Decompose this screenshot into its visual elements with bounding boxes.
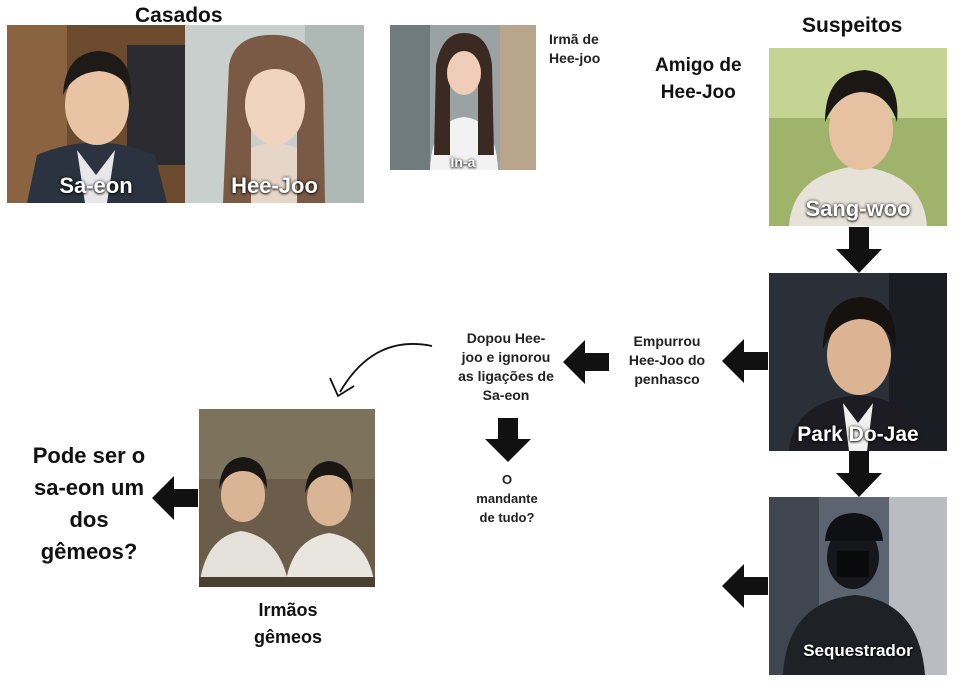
note-twins-line2: gêmeos	[253, 627, 323, 647]
note-pushed-line1: Empurrou	[633, 333, 701, 349]
photo-twins	[199, 409, 375, 587]
sister-label-line2: Hee-joo	[549, 50, 601, 66]
heading-married: Casados	[135, 4, 223, 27]
dojae-portrait	[769, 273, 947, 451]
ina-caption: In-a	[450, 154, 476, 170]
friend-label-line1: Amigo de	[655, 55, 742, 76]
photo-sangwoo: Sang-woo	[769, 48, 947, 226]
note-drugged-line3: as ligações de	[458, 368, 554, 384]
kidnapper-portrait	[769, 497, 947, 675]
ina-portrait	[390, 25, 536, 170]
kidnapper-caption: Sequestrador	[803, 641, 913, 660]
heejoo-caption: Hee-Joo	[231, 173, 318, 198]
note-question-line2: sa-eon um	[33, 475, 145, 500]
curved-arrow	[324, 338, 436, 400]
photo-kidnapper: Sequestrador	[769, 497, 947, 675]
twins-portrait	[199, 409, 375, 587]
note-mastermind-line1: O	[501, 472, 513, 487]
photo-heejoo: Hee-Joo	[185, 25, 364, 203]
photo-saeon: Sa-eon	[7, 25, 185, 203]
heejoo-portrait	[185, 25, 364, 203]
heading-suspects: Suspeitos	[802, 14, 903, 37]
note-question-line4: gêmeos?	[40, 539, 138, 564]
arrow-left-kidnapper	[722, 564, 768, 608]
note-question: Pode ser o sa-eon um dos gêmeos?	[18, 440, 160, 568]
note-mastermind-line3: de tudo?	[479, 510, 535, 525]
note-twins: Irmãos gêmeos	[226, 597, 350, 651]
friend-label: Amigo de Hee-Joo	[655, 52, 742, 106]
arrow-down-2	[836, 451, 882, 497]
note-drugged-line2: joo e ignorou	[461, 349, 551, 365]
sangwoo-portrait	[769, 48, 947, 226]
friend-label-line2: Hee-Joo	[660, 82, 736, 103]
note-question-line3: dos	[69, 507, 109, 532]
note-pushed: Empurrou Hee-Joo do penhasco	[614, 332, 720, 389]
photo-dojae: Park Do-Jae	[769, 273, 947, 451]
saeon-caption: Sa-eon	[59, 173, 133, 198]
note-drugged-line1: Dopou Hee-	[466, 330, 546, 346]
arrow-left-pushed	[563, 340, 609, 384]
note-pushed-line3: penhasco	[634, 371, 700, 387]
sister-label: Irmã de Hee-joo	[549, 30, 600, 68]
note-question-line1: Pode ser o	[32, 443, 146, 468]
note-drugged-line4: Sa-eon	[482, 387, 530, 403]
sister-label-line1: Irmã de	[549, 31, 599, 47]
note-mastermind: O mandante de tudo?	[455, 470, 559, 527]
arrow-down-1	[836, 227, 882, 273]
saeon-portrait	[7, 25, 185, 203]
arrow-left-dojae	[722, 339, 768, 383]
sangwoo-caption: Sang-woo	[805, 196, 911, 221]
arrow-down-mastermind	[485, 418, 531, 462]
note-pushed-line2: Hee-Joo do	[628, 352, 706, 368]
photo-ina: In-a	[390, 25, 536, 170]
dojae-caption: Park Do-Jae	[797, 423, 919, 446]
note-mastermind-line2: mandante	[476, 491, 538, 506]
note-drugged: Dopou Hee- joo e ignorou as ligações de …	[448, 329, 564, 405]
note-twins-line1: Irmãos	[258, 600, 318, 620]
arrow-left-twins	[152, 476, 198, 520]
